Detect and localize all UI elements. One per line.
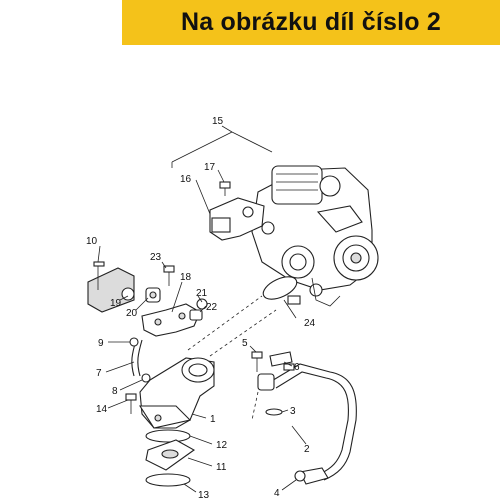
callout-11: 11 (216, 462, 227, 473)
filter-element (87, 261, 135, 313)
callout-2: 2 (304, 444, 310, 455)
leader-lines (97, 125, 307, 493)
header-banner: Na obrázku díl číslo 2 (122, 0, 500, 45)
screw-17 (219, 181, 231, 196)
callout-labels: 1 2 3 4 5 6 7 8 9 10 11 12 13 14 15 16 1… (86, 116, 316, 500)
callout-3: 3 (290, 406, 296, 417)
callout-4: 4 (274, 488, 280, 499)
callout-9: 9 (98, 338, 104, 349)
grommet-parts (121, 287, 161, 303)
callout-23: 23 (150, 252, 162, 263)
callout-17: 17 (204, 162, 216, 173)
breather-hose (129, 337, 151, 383)
callout-14: 14 (96, 404, 108, 415)
alignment-lines (187, 295, 277, 421)
bracket-18 (141, 303, 201, 337)
washer-nut (189, 298, 208, 321)
callout-12: 12 (216, 440, 228, 451)
callout-8: 8 (112, 386, 118, 397)
callout-7: 7 (96, 368, 102, 379)
intake-joint (138, 357, 215, 429)
callout-13: 13 (198, 490, 210, 500)
insulator-plate-11 (145, 439, 196, 471)
screw-23 (163, 265, 175, 286)
callout-15: 15 (212, 116, 224, 127)
hose-clamp-24 (262, 276, 301, 305)
bolt-14 (125, 393, 137, 414)
o-ring-3 (265, 408, 283, 416)
callout-10: 10 (86, 236, 98, 247)
bolt-5 (251, 351, 293, 372)
throttle-body (251, 165, 379, 307)
callout-18: 18 (180, 272, 192, 283)
gasket-12 (145, 429, 191, 443)
callout-20: 20 (126, 308, 138, 319)
callout-16: 16 (180, 174, 192, 185)
callout-5: 5 (242, 338, 248, 349)
callout-19: 19 (110, 298, 122, 309)
o-ring-13 (145, 473, 191, 487)
throttle-sensor (209, 197, 265, 241)
callout-22: 22 (206, 302, 218, 313)
callout-21: 21 (196, 288, 208, 299)
callout-1: 1 (210, 414, 216, 425)
callout-6: 6 (294, 362, 300, 373)
fuel-hose-2 (257, 363, 357, 485)
page-title: Na obrázku díl číslo 2 (180, 8, 442, 36)
callout-24: 24 (304, 318, 316, 329)
